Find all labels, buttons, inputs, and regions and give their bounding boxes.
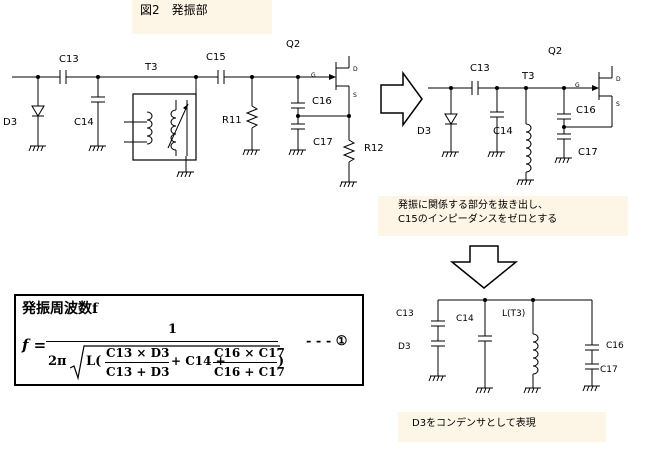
label-c15: C15 (206, 52, 226, 63)
c14-capacitor-symbol (478, 335, 492, 342)
t3-transformer-symbol (124, 75, 198, 161)
ground-symbol (441, 151, 459, 158)
ground-symbol (176, 171, 194, 178)
label-r12: R12 (364, 143, 384, 154)
d3-diode-symbol (444, 113, 458, 125)
title-background (132, 0, 272, 34)
t3-inductor-symbol (525, 123, 532, 173)
c14-capacitor-symbol (91, 96, 105, 103)
ground-symbol (28, 145, 46, 152)
note2-background (398, 412, 606, 442)
formula-middle: + C14 + (171, 354, 226, 368)
c17-capacitor-symbol (557, 133, 571, 140)
label-q2-simplified: Q2 (548, 46, 563, 57)
ground-symbol (288, 149, 306, 156)
note-extract-line2: C15のインピーダンスをゼロとする (398, 214, 558, 225)
formula-box: 発振周波数f f = 1 2π L( C13 × D3 C13 + D3 + C… (14, 294, 364, 386)
lt3-inductor-symbol (532, 333, 539, 375)
formula-frac1-num: C13 × D3 (106, 346, 170, 360)
arrow-right-icon (380, 70, 423, 128)
sqrt-icon (70, 345, 280, 381)
formula-reference: - - - ① (306, 334, 348, 349)
ground-symbol (242, 149, 260, 156)
label-c16-equivalent: C16 (606, 341, 624, 351)
equivalent-circuit (428, 298, 600, 394)
formula-frac2-den: C16 + C17 (214, 365, 285, 379)
label-c17-equivalent: C17 (600, 365, 618, 375)
label-c16-simplified: C16 (576, 105, 596, 116)
formula-main-bar (46, 341, 278, 342)
label-c14: C14 (74, 117, 94, 128)
figure-title: 図2 発振部 (140, 3, 208, 17)
label-drain-simplified: D (616, 76, 621, 83)
ground-symbol (523, 387, 541, 394)
ground-symbol (88, 145, 106, 152)
c13-capacitor-symbol (59, 70, 67, 84)
label-lt3-equivalent: L(T3) (502, 309, 526, 319)
label-q2: Q2 (286, 39, 301, 50)
formula-close: ) (278, 354, 285, 369)
label-c13-simplified: C13 (470, 63, 490, 74)
label-t3-simplified: T3 (522, 71, 535, 82)
note-extract-line1: 発振に関係する部分を抜き出し、 (398, 200, 548, 211)
label-c14-simplified: C14 (493, 126, 513, 137)
label-drain: D (353, 66, 358, 73)
label-c14-equivalent: C14 (456, 314, 474, 324)
label-c16: C16 (312, 96, 332, 107)
formula-frac2-num: C16 × C17 (214, 346, 285, 360)
formula-frac1-bar (105, 362, 169, 363)
label-c13-equivalent: C13 (396, 309, 414, 319)
c17-capacitor-symbol (585, 363, 599, 370)
simplified-circuit (428, 66, 613, 186)
c16-capacitor-symbol (557, 113, 571, 120)
formula-title: 発振周波数f (22, 301, 99, 317)
c15-capacitor-symbol (217, 70, 225, 84)
label-source: S (353, 92, 357, 99)
ground-symbol (339, 181, 357, 188)
formula-frac2-bar (213, 362, 277, 363)
d3-diode-symbol (31, 105, 45, 117)
c16-capacitor-symbol (585, 344, 599, 351)
r11-resistor-symbol (245, 105, 259, 129)
label-c17-simplified: C17 (578, 147, 598, 158)
ground-symbol (516, 179, 534, 186)
formula-prefix: 2π (48, 354, 67, 369)
ground-symbol (554, 157, 572, 164)
ground-symbol (428, 375, 446, 382)
label-c17: C17 (313, 137, 333, 148)
label-d3-simplified: D3 (417, 126, 432, 137)
c13-capacitor-symbol (471, 81, 479, 95)
label-r11: R11 (222, 115, 242, 126)
original-circuit (12, 56, 357, 188)
formula-lhs: f = (22, 336, 47, 354)
note-d3-capacitor: D3をコンデンサとして表現 (412, 418, 536, 429)
r12-resistor-symbol (342, 139, 356, 163)
q2-fet-symbol (592, 66, 613, 127)
label-gate: G (311, 72, 316, 79)
label-d3-equivalent: D3 (398, 342, 411, 352)
note-background (378, 196, 628, 236)
c14-capacitor-symbol (490, 111, 504, 118)
formula-numerator: 1 (168, 322, 178, 337)
ground-symbol (475, 387, 493, 394)
c13-capacitor-symbol (431, 320, 445, 327)
ground-symbol (487, 151, 505, 158)
formula-frac1-den: C13 + D3 (106, 365, 170, 379)
c16-capacitor-symbol (291, 102, 305, 109)
label-source-simplified: S (616, 101, 620, 108)
label-d3: D3 (3, 117, 18, 128)
ground-symbol (582, 385, 600, 392)
d3-capacitor-symbol (431, 340, 445, 347)
label-t3: T3 (145, 62, 158, 73)
label-gate-simplified: G (575, 82, 580, 89)
q2-fet-symbol (329, 56, 350, 116)
c17-capacitor-symbol (291, 123, 305, 130)
label-c13: C13 (59, 54, 79, 65)
arrow-down-icon (449, 245, 519, 289)
formula-under-root: L( (86, 354, 102, 369)
